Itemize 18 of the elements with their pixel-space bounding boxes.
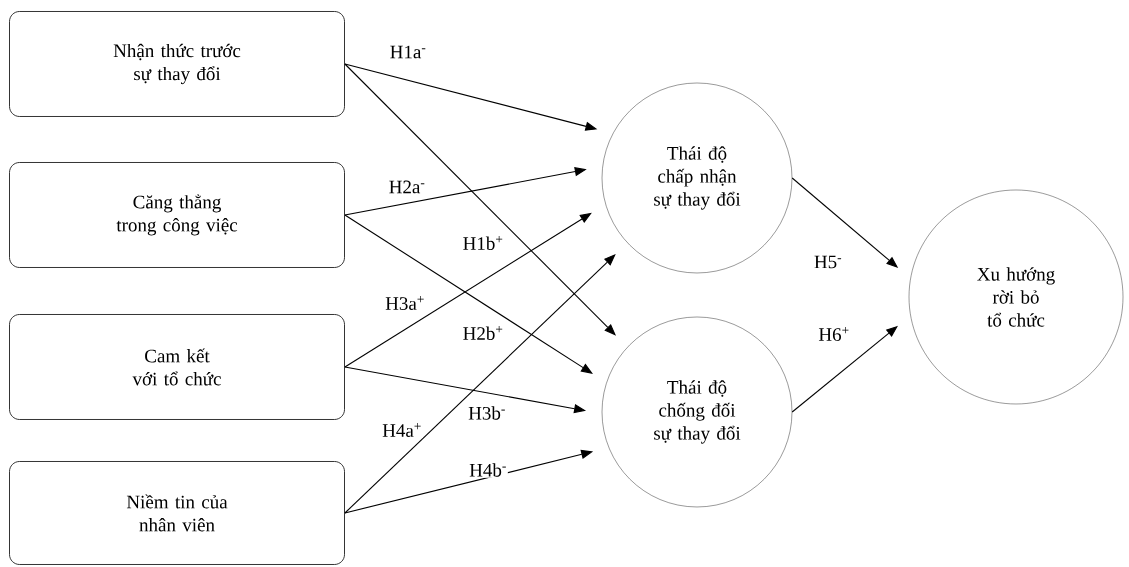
edge-label: H1a$^{-}$: [388, 44, 428, 60]
edge-label: H5$^{-}$: [812, 254, 844, 270]
edge-label: H4b$^{-}$: [468, 462, 508, 478]
rounded-box: Căng thẳng trong công việc: [9, 162, 345, 268]
edge-label: H1b$^{+}$: [461, 235, 505, 251]
edge-label: H4a$^{+}$: [381, 422, 423, 438]
edge-label: H3a$^{+}$: [384, 295, 426, 311]
circle-node: Thái độ chấp nhận sự thay đổi: [601, 82, 793, 274]
rounded-box: Cam kết với tổ chức: [9, 314, 345, 420]
rounded-box: Niềm tin của nhân viên: [9, 461, 345, 565]
edge-label: H3b$^{-}$: [467, 405, 507, 421]
circle-node: Xu hướng rời bỏ tổ chức: [908, 189, 1124, 405]
circle-node: Thái độ chống đối sự thay đổi: [601, 316, 793, 508]
edge-label: H2a$^{-}$: [387, 179, 427, 195]
edge-label: H2b$^{+}$: [461, 325, 505, 341]
edge-label: H6$^{+}$: [817, 326, 851, 342]
rounded-box: Nhận thức trước sự thay đổi: [9, 11, 345, 117]
arrow: [344, 254, 616, 514]
